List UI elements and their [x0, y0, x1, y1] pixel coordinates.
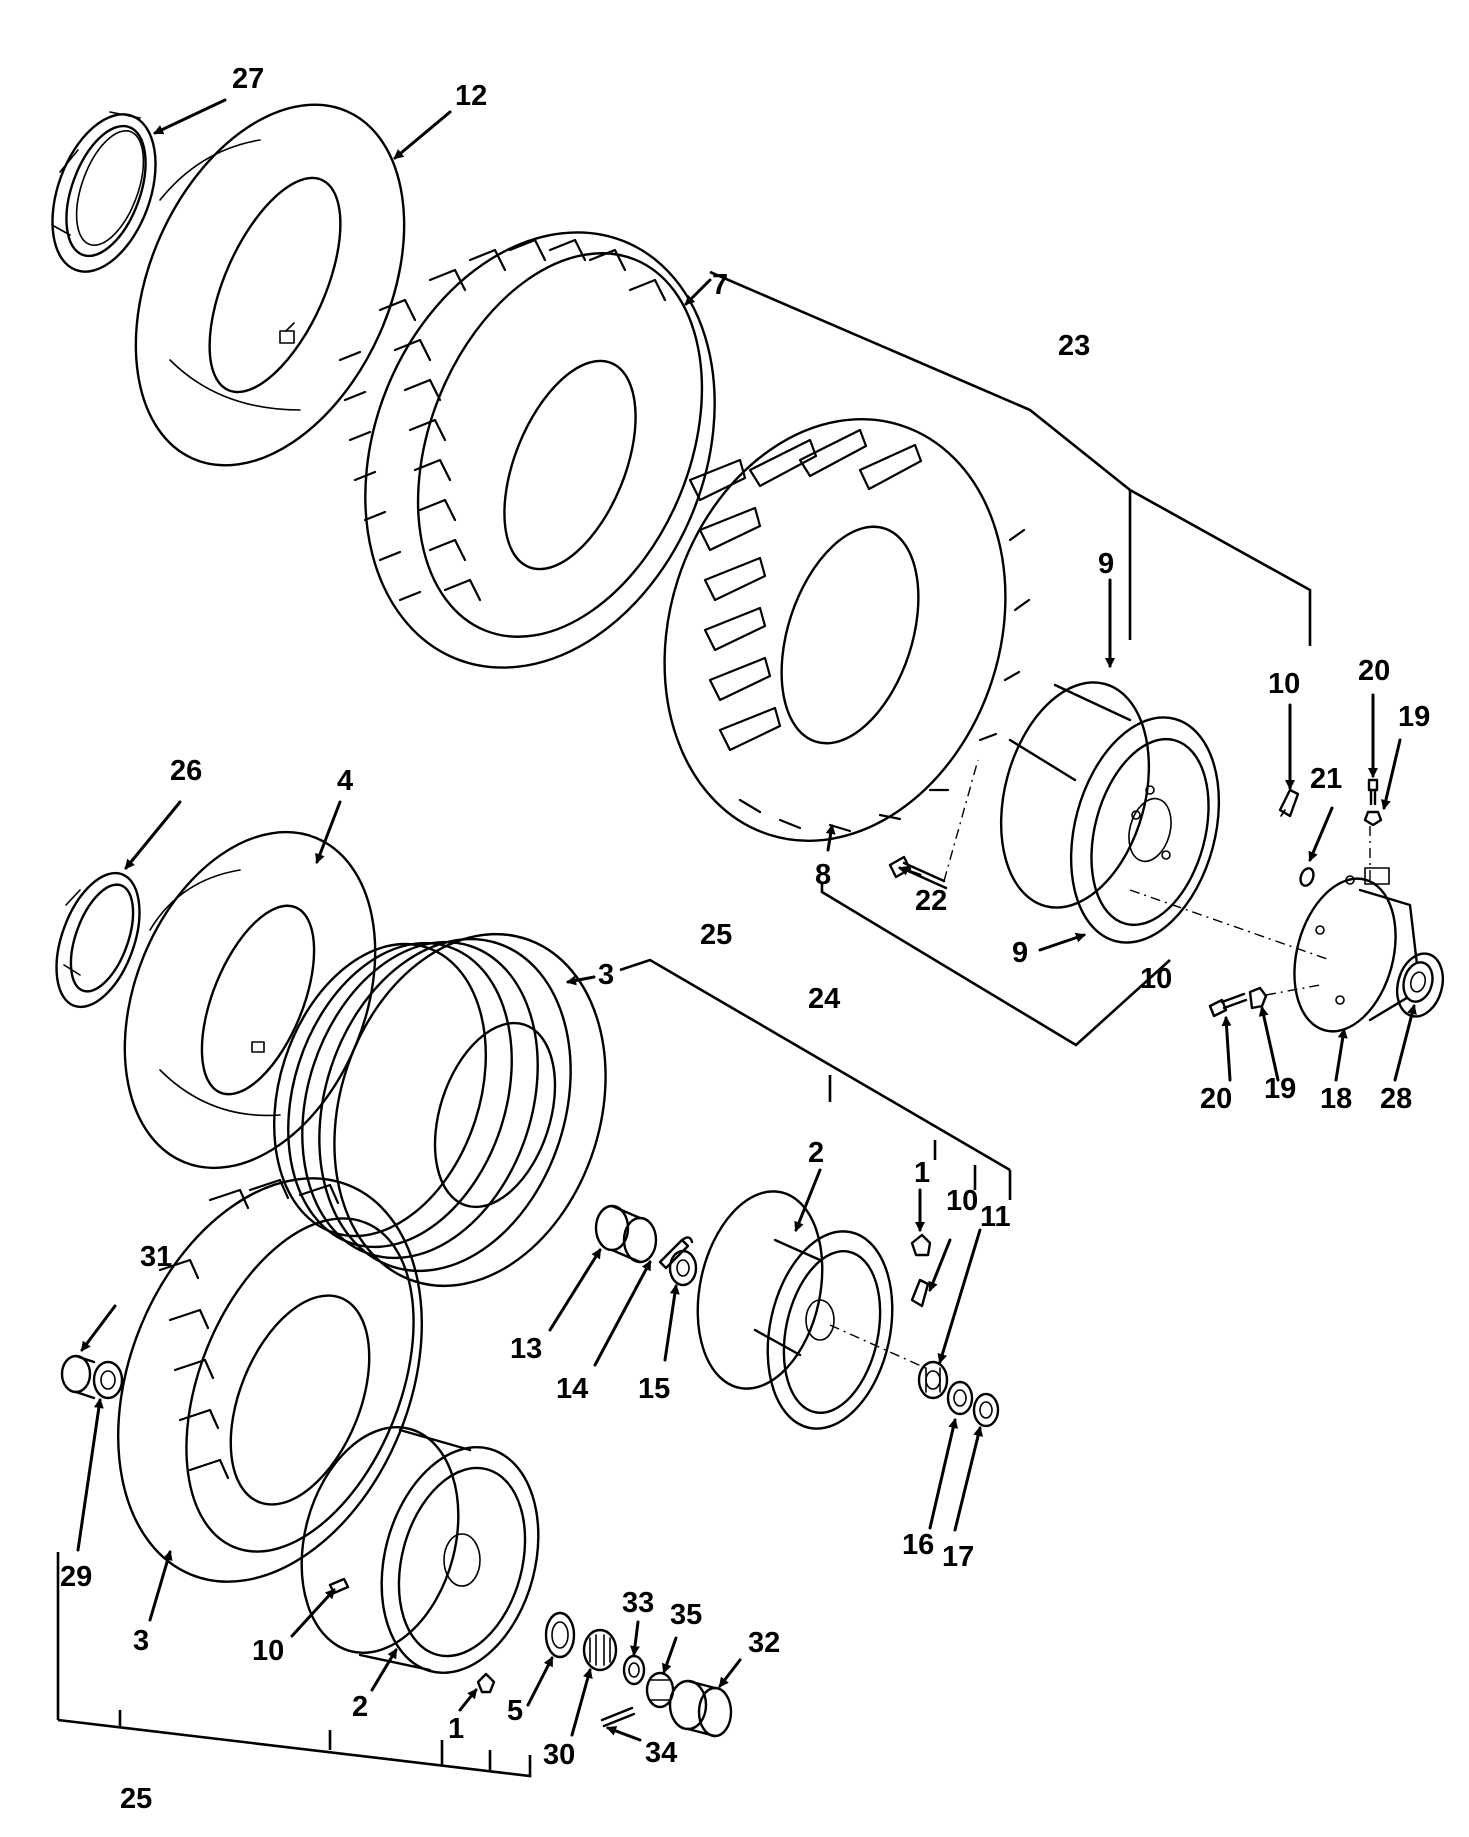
- part-3-rib-tire: [272, 932, 607, 1288]
- assembly-bracket-23: [709, 270, 1312, 646]
- callout-2: 2: [808, 1137, 824, 1169]
- callout-35: 35: [670, 1599, 702, 1631]
- callout-22: 22: [915, 885, 947, 917]
- callout-5: 5: [507, 1695, 523, 1727]
- callout-10: 10: [946, 1185, 978, 1217]
- part-27-flap: [51, 111, 157, 273]
- callout-2: 2: [352, 1691, 368, 1723]
- callout-21: 21: [1310, 763, 1342, 795]
- part-2-rim: [696, 1190, 931, 1430]
- part-13-bushing: [594, 1204, 658, 1264]
- part-12-inner-tube: [134, 103, 406, 467]
- part-9-rim: [999, 681, 1221, 944]
- callout-labels: 27 12 7 23 9 10 20 19 21 8 22 9 24 10 20…: [60, 63, 1430, 1815]
- callout-17: 17: [942, 1541, 974, 1573]
- callout-20: 20: [1200, 1083, 1232, 1115]
- part-30-bearing: [582, 1628, 618, 1672]
- part-31-cap: [60, 1354, 96, 1400]
- part-20-19-bolt-nut-lower: [1208, 984, 1321, 1018]
- callout-12: 12: [455, 80, 487, 112]
- callout-11: 11: [980, 1201, 1011, 1233]
- part-21-key: [1299, 867, 1315, 887]
- part-5-seal: [544, 1611, 576, 1659]
- part-26-flap: [55, 871, 141, 1009]
- part-34-cotter-pin: [600, 1706, 636, 1728]
- part-15-washer: [668, 1249, 698, 1287]
- part-11-bearing: [917, 1360, 949, 1400]
- callout-27: 27: [232, 63, 264, 95]
- callout-13: 13: [510, 1333, 542, 1365]
- callout-1: 1: [914, 1157, 930, 1189]
- part-10-valve-stem: [1278, 788, 1300, 818]
- callout-24: 24: [808, 983, 840, 1015]
- callout-23: 23: [1058, 330, 1090, 362]
- callout-7: 7: [712, 269, 728, 301]
- callout-3: 3: [133, 1625, 149, 1657]
- callout-9: 9: [1098, 548, 1114, 580]
- assembly-bracket-25-lower: [56, 1552, 532, 1778]
- part-1-valve-cap-lower: [476, 1672, 496, 1694]
- assembly-bracket-25-upper: [619, 958, 1012, 1200]
- callout-28: 28: [1380, 1083, 1412, 1115]
- part-28-collar: [1402, 961, 1434, 1003]
- part-2-rim-lower: [300, 1426, 540, 1674]
- callout-19: 19: [1398, 701, 1430, 733]
- callout-1: 1: [448, 1713, 464, 1745]
- part-8-lug-tire: [663, 418, 1031, 842]
- callout-34: 34: [645, 1737, 677, 1769]
- part-7-turf-tire: [338, 231, 716, 669]
- part-33-washer: [622, 1654, 646, 1686]
- part-32-dust-cap: [668, 1679, 733, 1738]
- callout-33: 33: [622, 1587, 654, 1619]
- callout-20: 20: [1358, 655, 1390, 687]
- callout-26: 26: [170, 755, 202, 787]
- callout-31: 31: [140, 1241, 172, 1273]
- callout-10: 10: [1140, 963, 1172, 995]
- callout-15: 15: [638, 1373, 670, 1405]
- callout-14: 14: [556, 1373, 588, 1405]
- part-3-industrial-tire: [117, 1177, 423, 1583]
- callout-4: 4: [337, 765, 353, 797]
- callout-18: 18: [1320, 1083, 1352, 1115]
- callout-3: 3: [598, 959, 614, 991]
- callout-16: 16: [902, 1529, 934, 1561]
- assembly-bracket-24: [820, 884, 1171, 1047]
- part-20-19-bolt-nut-upper: [1363, 778, 1383, 827]
- part-18-hub: [1129, 826, 1445, 1033]
- callout-8: 8: [815, 859, 831, 891]
- part-10-valve-stem-middle: [910, 1278, 930, 1308]
- callout-25: 25: [700, 919, 732, 951]
- callout-9: 9: [1012, 937, 1028, 969]
- callout-10: 10: [1268, 668, 1300, 700]
- callout-19: 19: [1264, 1073, 1296, 1105]
- part-16-seal: [946, 1380, 974, 1416]
- part-17-washer: [972, 1392, 1000, 1428]
- callout-29: 29: [60, 1561, 92, 1593]
- callout-30: 30: [543, 1739, 575, 1771]
- callout-10: 10: [252, 1635, 284, 1667]
- part-29-seal: [92, 1360, 124, 1400]
- part-4-inner-tube: [123, 830, 377, 1170]
- leader-lines: [76, 98, 1417, 1742]
- part-1-valve-cap-upper: [910, 1233, 932, 1257]
- part-14-pin: [658, 1236, 694, 1270]
- callout-25: 25: [120, 1783, 152, 1815]
- callout-32: 32: [748, 1627, 780, 1659]
